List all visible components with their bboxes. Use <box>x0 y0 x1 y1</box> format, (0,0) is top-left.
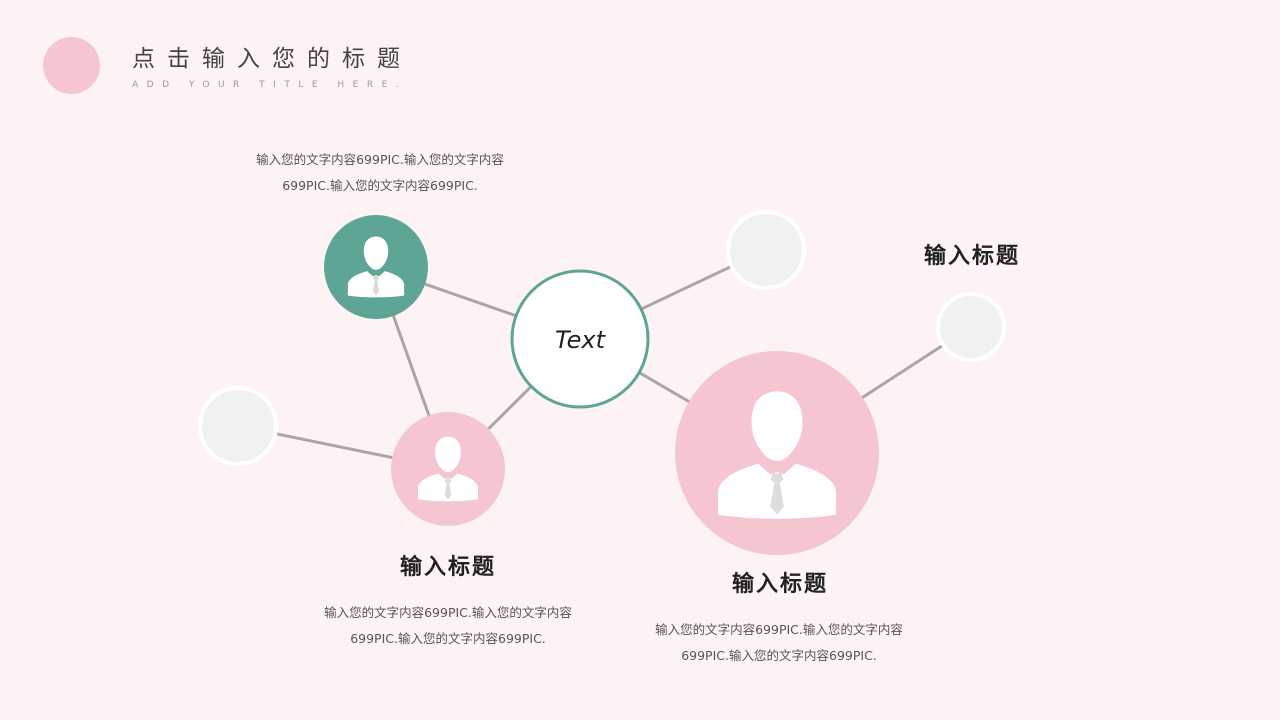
satellite-node <box>726 210 806 290</box>
text-block-top-left: 输入您的文字内容699PIC.输入您的文字内容 699PIC.输入您的文字内容6… <box>230 147 530 199</box>
center-label: Text <box>554 326 606 354</box>
text-line: 输入您的文字内容699PIC.输入您的文字内容 <box>655 622 903 637</box>
text-line: 699PIC.输入您的文字内容699PIC. <box>282 178 478 193</box>
text-line: 输入您的文字内容699PIC.输入您的文字内容 <box>324 605 572 620</box>
center-node <box>510 269 650 409</box>
title-bottom-left: 输入标题 <box>399 555 496 580</box>
satellite-node <box>198 386 278 466</box>
page-title: 点击输入您的标题 <box>132 46 412 72</box>
title-bottom-right: 输入标题 <box>731 572 828 597</box>
text-block-bottom-right: 输入您的文字内容699PIC.输入您的文字内容 699PIC.输入您的文字内容6… <box>629 617 929 669</box>
text-block-bottom-left: 输入您的文字内容699PIC.输入您的文字内容 699PIC.输入您的文字内容6… <box>298 600 598 652</box>
satellite-node <box>936 292 1006 362</box>
title-top-right: 输入标题 <box>923 244 1020 269</box>
text-line: 输入您的文字内容699PIC.输入您的文字内容 <box>256 152 504 167</box>
text-line: 699PIC.输入您的文字内容699PIC. <box>681 648 877 663</box>
page-subtitle: ADD YOUR TITLE HERE. <box>132 80 408 90</box>
header-dot <box>43 37 100 94</box>
text-line: 699PIC.输入您的文字内容699PIC. <box>350 631 546 646</box>
